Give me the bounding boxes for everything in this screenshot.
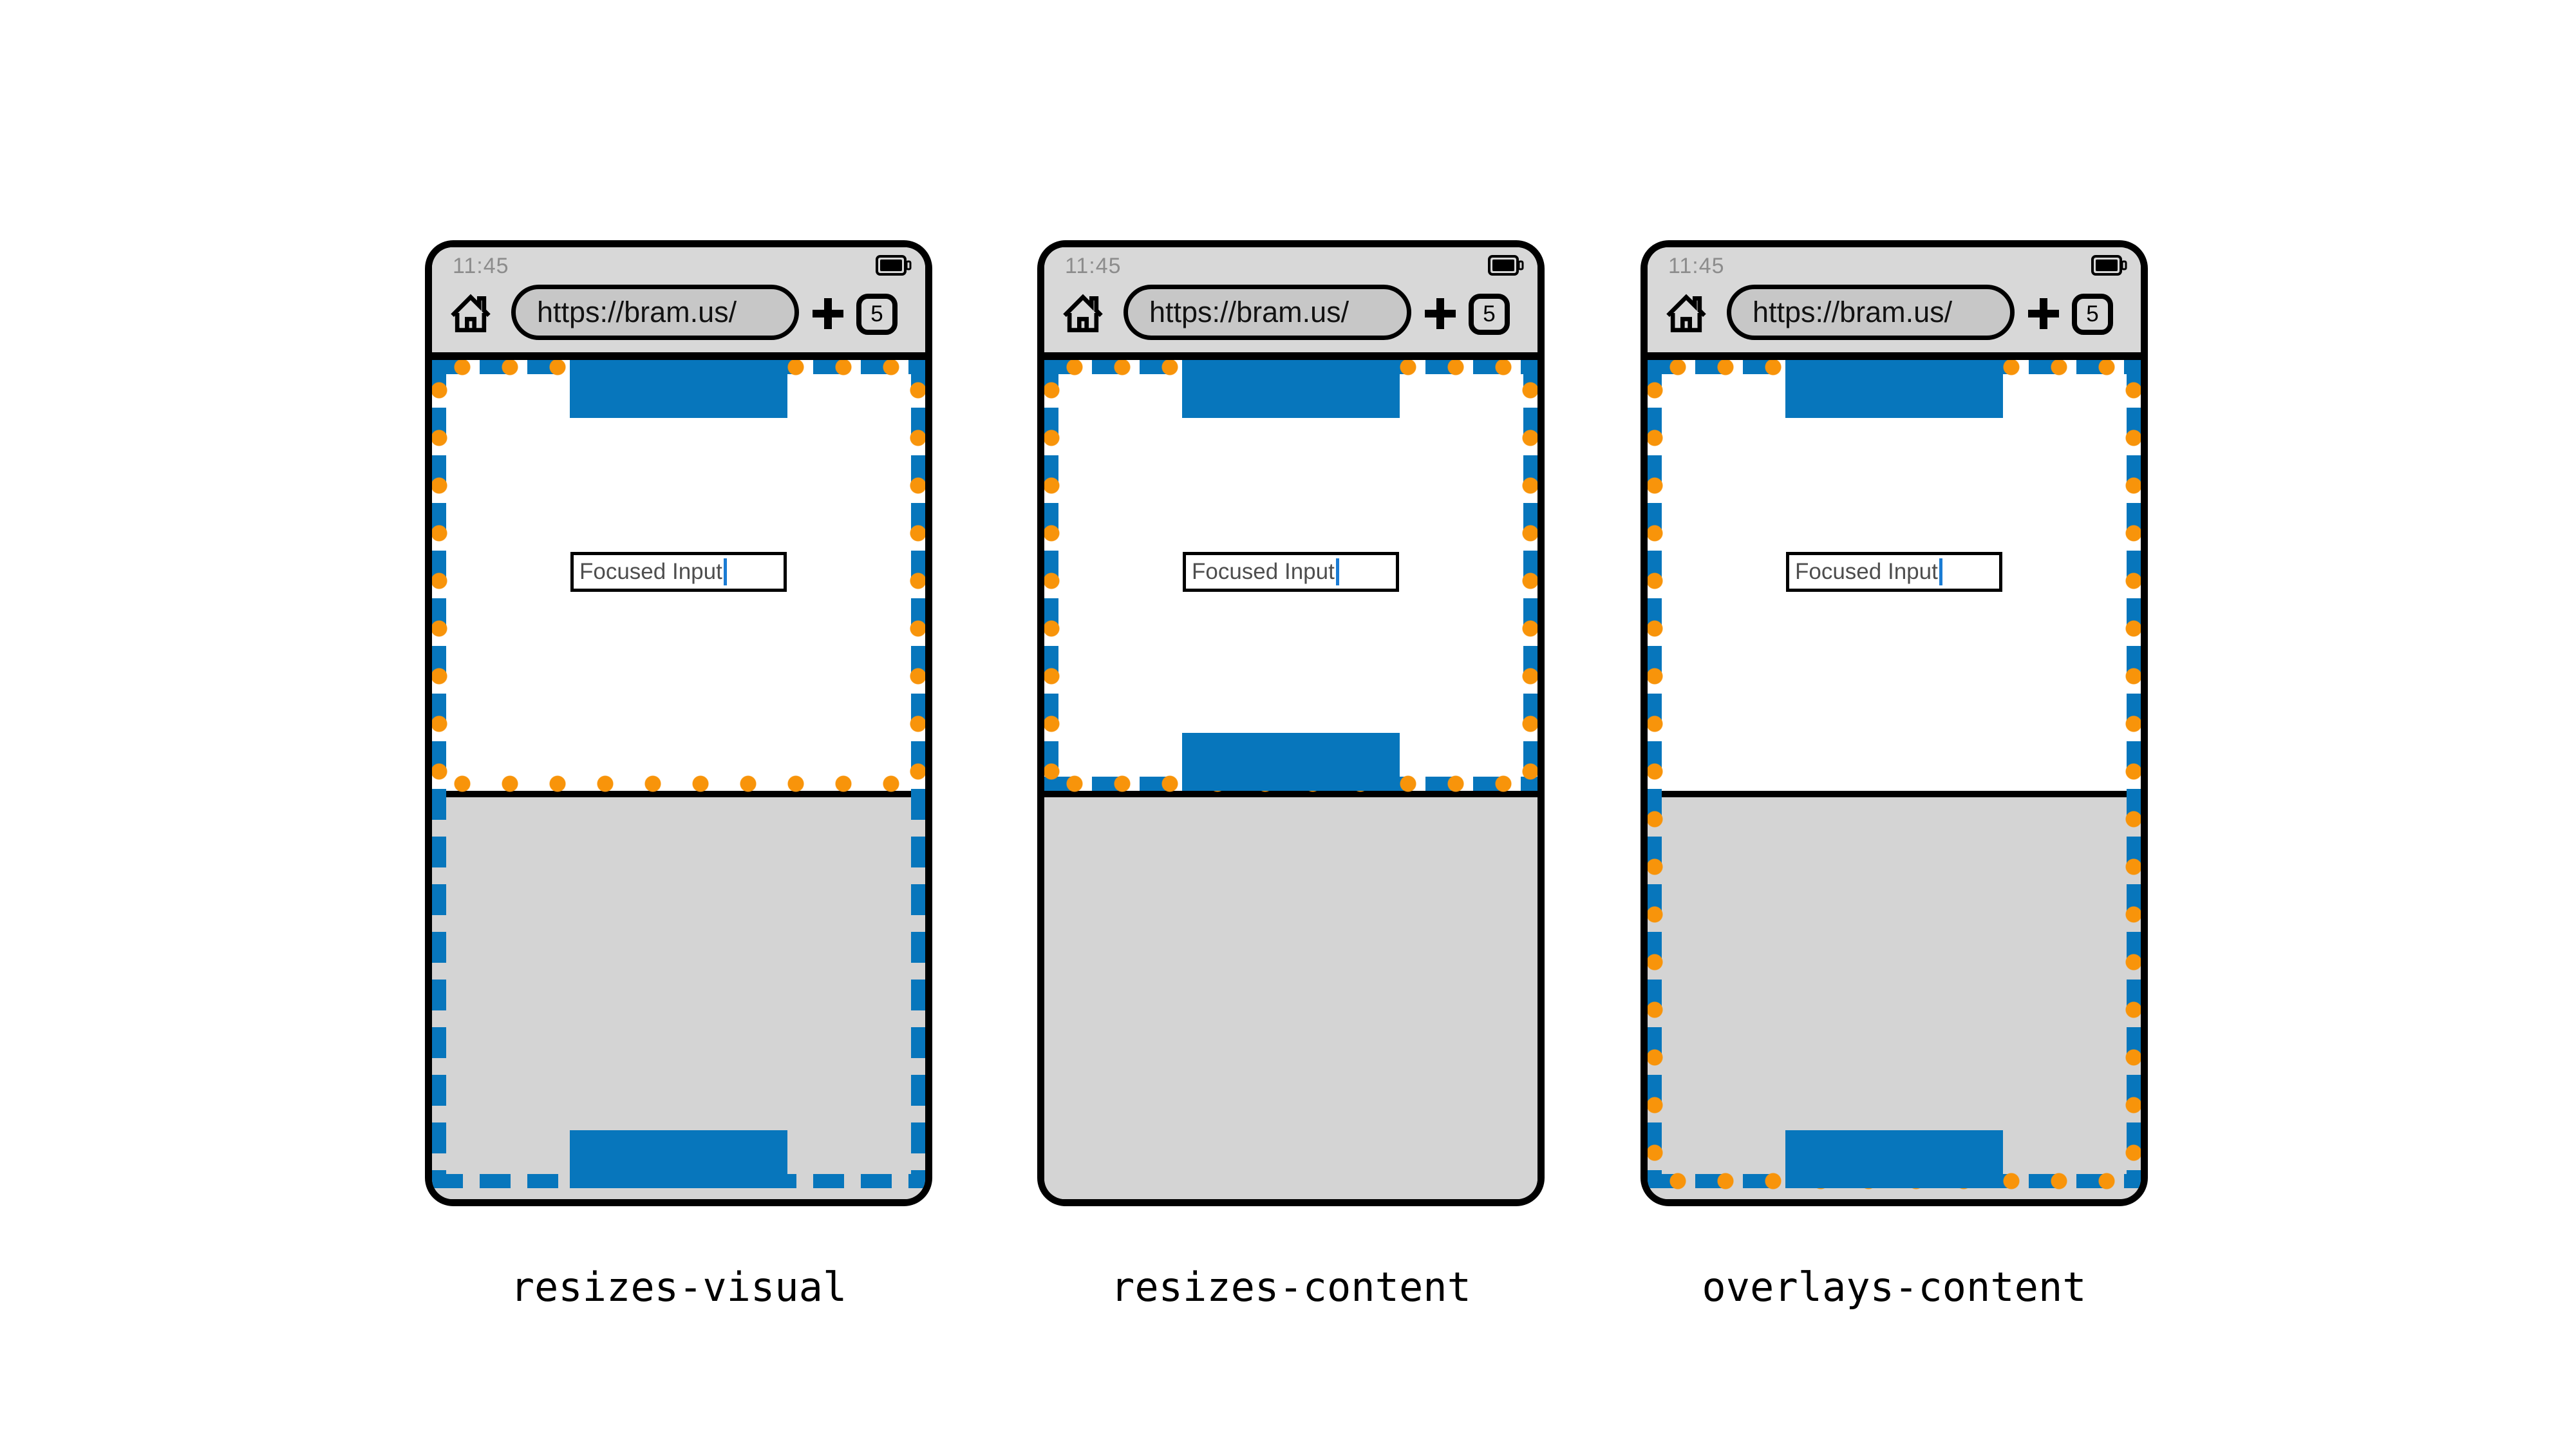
battery-icon [2091,252,2128,278]
phone-mockup-overlays-content: Focused Input 11:45 [1641,240,2148,1206]
home-button[interactable] [1663,289,1709,337]
tab-count: 5 [1483,301,1496,327]
status-time: 11:45 [1065,254,1122,278]
tabs-button[interactable]: 5 [1469,294,1510,335]
home-icon [1666,294,1706,332]
url-bar[interactable]: https://bram.us/ [1727,285,2015,340]
text-caret [723,558,727,585]
fixed-bottom-bar [1182,733,1400,791]
virtual-keyboard-area [1044,791,1537,1199]
input-text: Focused Input [579,559,722,584]
phone-screen: Focused Input 11:45 [1044,247,1537,1199]
fixed-top-bar [1785,360,2003,418]
focused-input[interactable]: Focused Input [1786,552,2002,592]
plus-icon [1425,298,1456,329]
home-button[interactable] [1060,289,1106,337]
url-text: https://bram.us/ [537,296,737,328]
battery-icon [1487,252,1525,278]
url-bar[interactable]: https://bram.us/ [1123,285,1411,340]
url-text: https://bram.us/ [1753,296,1953,328]
fixed-top-bar [1182,360,1400,418]
mode-label-overlays-content: overlays-content [1702,1264,2087,1311]
tab-count: 5 [870,301,883,327]
phone-screen: Focused Input 11:45 [1648,247,2141,1199]
url-text: https://bram.us/ [1149,296,1349,328]
fixed-bottom-bar [1785,1130,2003,1188]
home-icon [1063,294,1103,332]
focused-input[interactable]: Focused Input [1183,552,1399,592]
plus-icon [2028,298,2059,329]
status-time: 11:45 [1668,254,1725,278]
phone-mockup-resizes-visual: Focused Input 11:45 [425,240,932,1206]
focused-input[interactable]: Focused Input [570,552,787,592]
browser-chrome: 11:45 https://bram.us/ [432,247,925,360]
phone-mockup-resizes-content: Focused Input 11:45 [1037,240,1545,1206]
text-caret [1939,558,1942,585]
tabs-button[interactable]: 5 [2072,294,2113,335]
new-tab-button[interactable] [1423,296,1458,331]
input-text: Focused Input [1795,559,1938,584]
battery-icon [875,252,912,278]
fixed-bottom-bar [570,1130,787,1188]
new-tab-button[interactable] [2026,296,2061,331]
phone-screen: Focused Input 11:45 [432,247,925,1199]
mode-label-resizes-content: resizes-content [1111,1264,1471,1311]
fixed-top-bar [570,360,787,418]
plus-icon [813,298,843,329]
home-button[interactable] [447,289,494,337]
mode-label-resizes-visual: resizes-visual [510,1264,847,1311]
new-tab-button[interactable] [811,296,845,331]
browser-chrome: 11:45 https://bram.us/ [1648,247,2141,360]
browser-chrome: 11:45 https://bram.us/ [1044,247,1537,360]
home-icon [451,294,491,332]
tabs-button[interactable]: 5 [856,294,898,335]
status-time: 11:45 [453,254,509,278]
url-bar[interactable]: https://bram.us/ [511,285,799,340]
input-text: Focused Input [1192,559,1335,584]
tab-count: 5 [2086,301,2099,327]
text-caret [1335,558,1339,585]
